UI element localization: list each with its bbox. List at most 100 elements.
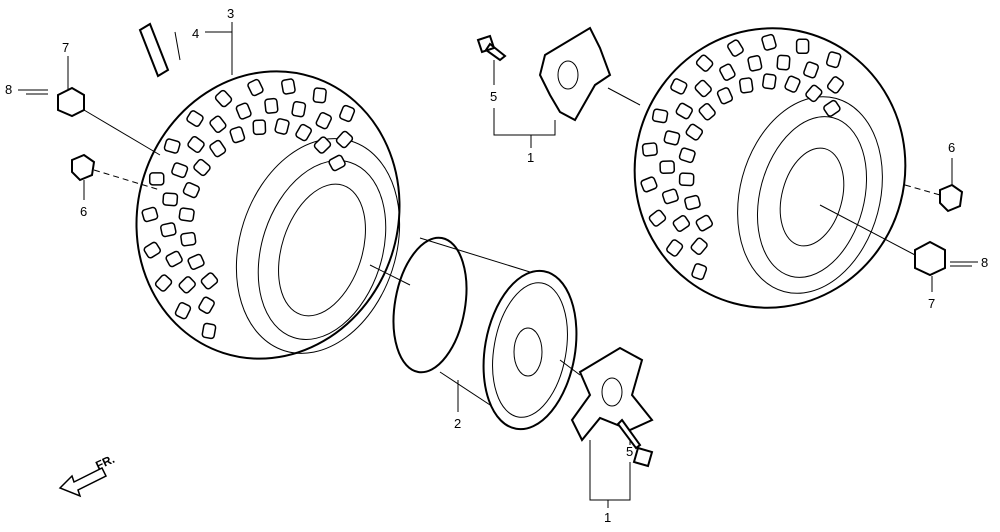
tread-block [141,206,159,223]
tread-block [313,136,332,154]
right-castle-nut [914,240,946,277]
tread-block [738,77,754,94]
tread-block [264,97,279,114]
tread-block [694,79,712,98]
top-hub [538,26,612,122]
rim [392,236,578,431]
bottom-bolt [616,418,654,468]
tread-block [187,135,205,154]
tread-block [661,188,679,205]
callout-7: 7 [928,296,935,311]
tread-block [641,142,658,157]
tread-block [154,274,173,292]
leader-lines [18,22,978,508]
tread-block [200,272,219,290]
callout-5: 5 [490,89,497,104]
tread-block [685,123,704,141]
tread-block [312,87,327,104]
tread-block [163,138,181,154]
left-castle-nut [57,86,85,118]
callout-4: 4 [192,26,199,41]
tread-block [648,209,667,227]
callout-8: 8 [981,255,988,270]
tread-block [315,112,332,130]
right-tire [633,27,907,309]
tread-block [171,162,189,179]
left-tire-tread [141,78,356,340]
tread-block [640,176,658,193]
tread-block [684,194,701,211]
tread-block [659,160,676,174]
callout-6: 6 [948,140,955,155]
fr-label: FR. [93,452,116,473]
tread-block [214,89,233,108]
valve-stem [138,22,170,78]
left-cotter-pin [26,89,48,95]
tread-block [672,215,691,232]
callout-3: 3 [227,6,234,21]
tread-block [165,250,183,268]
callout-1: 1 [604,510,611,525]
tread-block [675,102,693,120]
tread-block [803,61,820,79]
tread-block [235,102,252,120]
tread-block [174,302,192,320]
callout-8: 8 [5,82,12,97]
tread-block [209,139,227,158]
bottom-hub [570,346,654,442]
tread-block [193,158,211,177]
tread-block [209,115,227,133]
tread-block [180,231,197,247]
tread-block [670,78,688,95]
tread-block [795,38,810,55]
tread-block [716,87,734,105]
tread-block [727,39,744,57]
tread-block [143,241,161,259]
tread-block [826,76,844,94]
tread-block [201,322,217,340]
tread-block [295,123,312,142]
top-bolt [476,34,507,62]
tread-block [761,33,777,51]
tread-block [252,119,267,136]
callout-5: 5 [626,444,633,459]
right-tire-tread [640,33,844,281]
tread-block [148,172,165,186]
callout-7: 7 [62,40,69,55]
tread-block [698,103,716,121]
tread-block [695,54,714,72]
tread-block [690,237,708,256]
tread-block [678,172,695,187]
right-cap-nut [939,183,964,213]
front-direction-arrow: FR. [58,452,117,498]
tread-block [247,78,264,97]
tread-block [719,63,736,81]
tread-block [187,253,205,270]
callout-2: 2 [454,416,461,431]
tread-block [291,100,307,118]
tread-block [274,118,290,135]
tread-block [335,130,354,149]
tread-block [198,296,215,314]
tread-block [178,207,195,222]
right-cotter-pin [950,261,972,267]
tread-block [182,181,200,199]
tread-block [229,126,246,144]
tread-block [178,276,196,294]
tread-block [805,84,823,103]
tread-block [747,55,763,72]
tread-block [186,110,204,127]
tread-block [678,147,696,164]
left-tire [135,70,401,360]
tread-block [823,99,841,117]
left-cap-nut [71,153,96,182]
tread-block [328,154,346,172]
tread-block [776,54,791,71]
tread-block [160,222,177,238]
tread-block [695,214,714,232]
tread-block [825,51,842,69]
callout-1: 1 [527,150,534,165]
tread-block [651,108,669,124]
